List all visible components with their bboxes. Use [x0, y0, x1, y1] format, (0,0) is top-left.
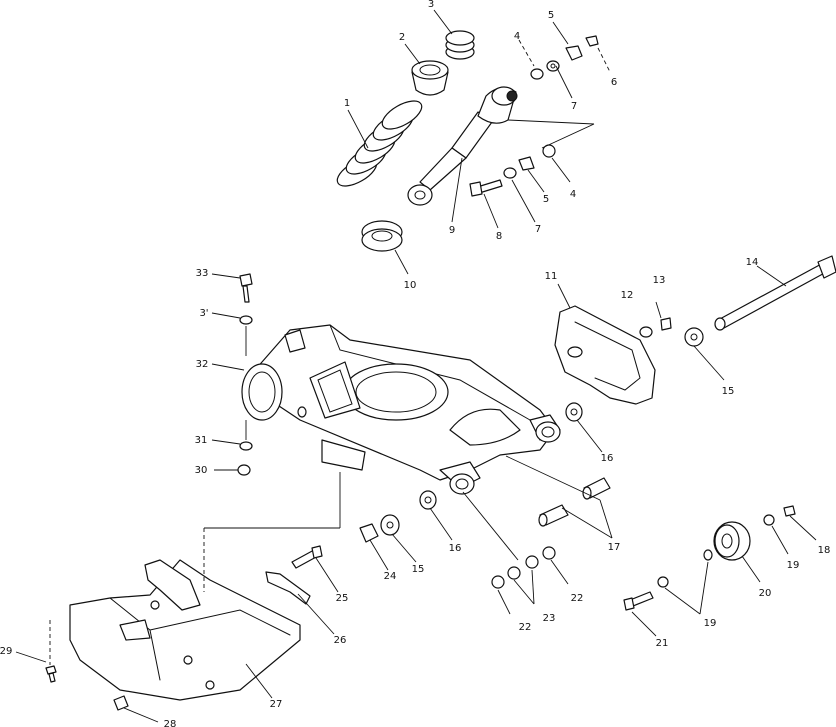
callout-26: 26 [334, 635, 347, 646]
callout-8: 8 [496, 231, 502, 242]
callout-5b: 5 [543, 194, 549, 205]
spring-seat [361, 220, 403, 252]
washer-nut-lower [359, 514, 400, 543]
callout-33: 33 [196, 268, 209, 279]
coil-spring [336, 100, 423, 187]
plate-hardware [639, 317, 672, 338]
callout-14: 14 [746, 257, 759, 268]
callout-31: 31 [195, 435, 208, 446]
pivot-hardware-stack [237, 273, 253, 476]
washers-16 [419, 402, 583, 510]
callout-9: 9 [449, 225, 455, 236]
callout-6: 6 [611, 77, 617, 88]
callout-18: 18 [818, 545, 831, 556]
callout-30: 30 [195, 465, 208, 476]
callout-20: 20 [759, 588, 772, 599]
callout-3: 3 [428, 0, 434, 10]
idler-wheel [713, 521, 751, 561]
callout-15a: 15 [722, 386, 735, 397]
swing-arm [241, 324, 561, 495]
callout-11: 11 [545, 271, 558, 282]
wheel-hardware-left [623, 549, 713, 611]
callout-7b: 7 [535, 224, 541, 235]
washer-right [684, 327, 704, 347]
skid-bolts [45, 665, 129, 711]
callout-1: 1 [344, 98, 350, 109]
callout-25: 25 [336, 593, 349, 604]
callout-22b: 22 [571, 593, 584, 604]
callout-23: 23 [543, 613, 556, 624]
callout-29: 29 [0, 646, 12, 657]
callout-13: 13 [653, 275, 666, 286]
callout-7a: 7 [571, 101, 577, 112]
callout-12: 12 [621, 290, 634, 301]
bolt-25 [291, 545, 323, 569]
callout-10: 10 [404, 280, 417, 291]
long-bolt [714, 255, 836, 331]
callout-32: 32 [196, 359, 209, 370]
callout-17: 17 [608, 542, 621, 553]
callout-21: 21 [656, 638, 669, 649]
bracket-26 [265, 571, 311, 605]
bushings [538, 477, 611, 527]
callout-28: 28 [164, 719, 177, 727]
callout-27: 27 [270, 699, 283, 710]
callout-16a: 16 [601, 453, 614, 464]
mounting-plate [554, 305, 656, 405]
callout-16b: 16 [449, 543, 462, 554]
shock-absorber [407, 86, 518, 206]
upper-shock-hardware [530, 35, 599, 80]
callout-15b: 15 [412, 564, 425, 575]
callout-22a: 22 [519, 622, 532, 633]
spring-retainer [411, 60, 449, 96]
callout-19b: 19 [787, 560, 800, 571]
wheel-hardware-right [763, 505, 796, 526]
small-spring [445, 30, 475, 60]
callout-19a: 19 [704, 618, 717, 629]
leader-lines [15, 9, 817, 723]
callout-2: 2 [399, 32, 405, 43]
skid-plate [69, 559, 301, 701]
lower-shock-hardware [469, 144, 556, 197]
callout-5a: 5 [548, 10, 554, 21]
callout-24: 24 [384, 571, 397, 582]
callout-4a: 4 [514, 31, 520, 42]
callout-4b: 4 [570, 189, 576, 200]
callout-34: 3' [199, 308, 208, 319]
cap-nuts [491, 546, 556, 589]
